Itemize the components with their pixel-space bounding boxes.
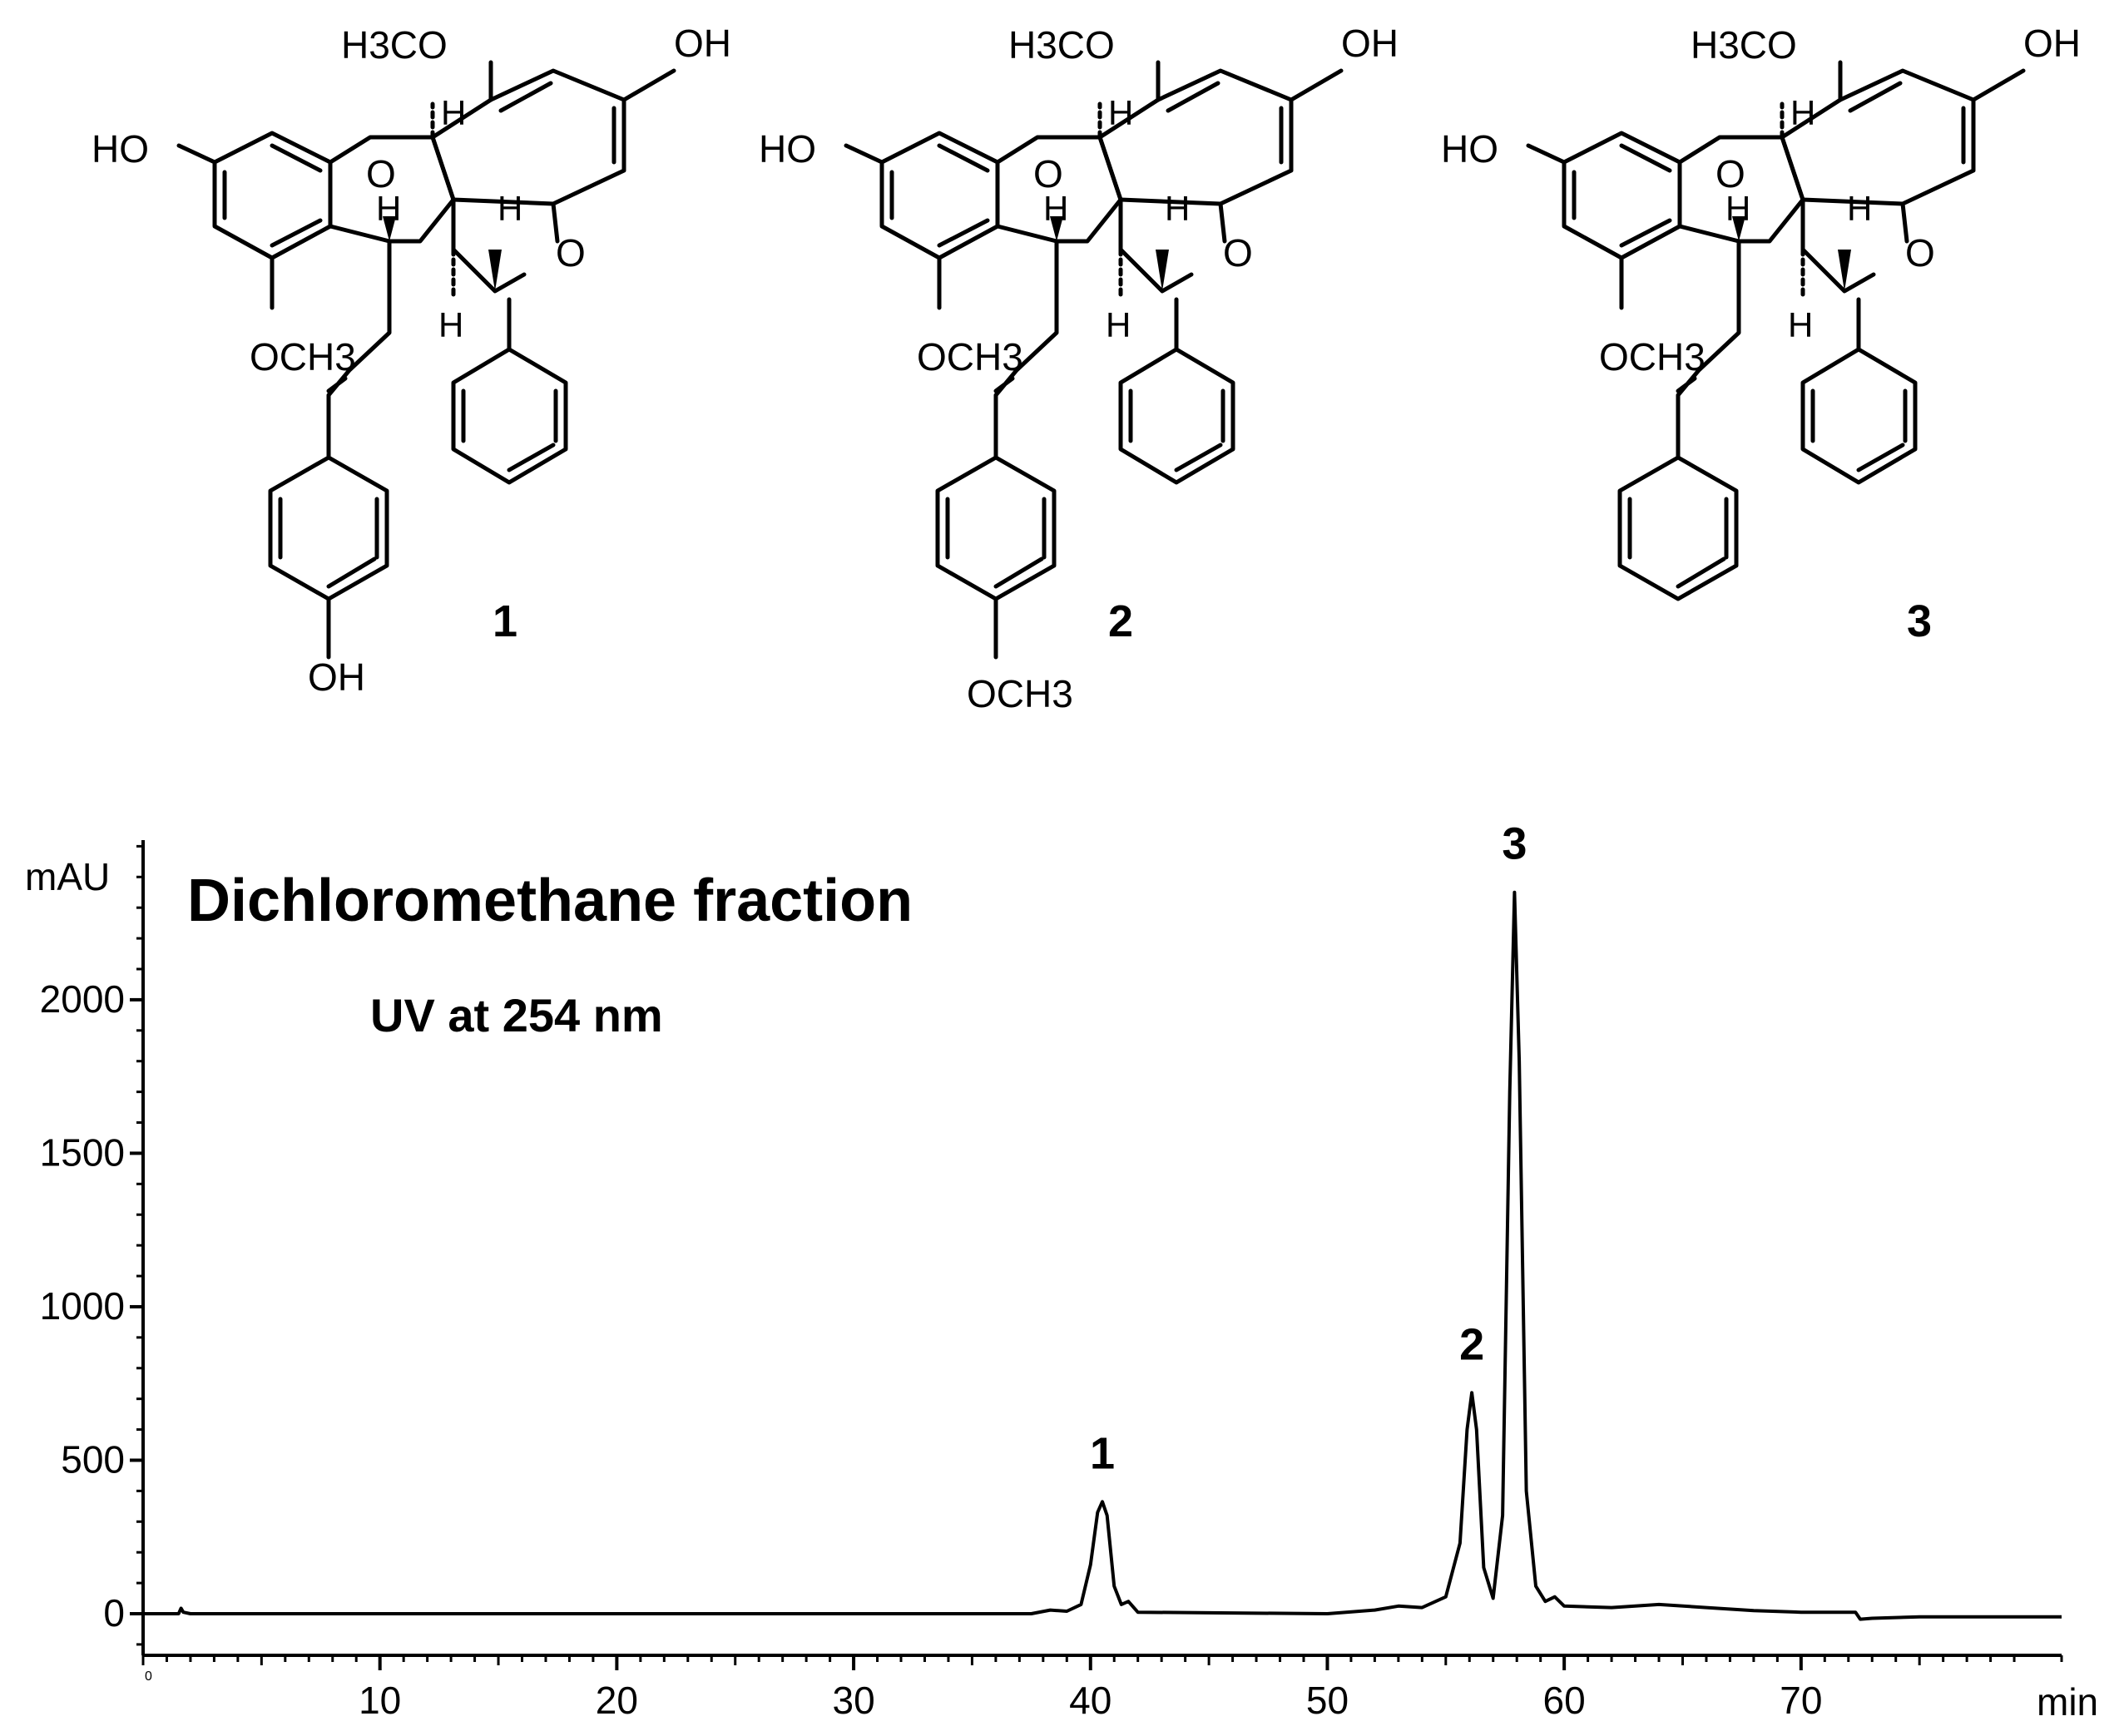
s1-ring-o2: O bbox=[556, 231, 586, 274]
stereo-bonds bbox=[430, 101, 456, 298]
ring-e bbox=[451, 197, 560, 294]
s3-methoxy-top: H3CO bbox=[1691, 23, 1797, 67]
s3-oh-top: OH bbox=[2023, 22, 2081, 65]
s3-h-right: H bbox=[1847, 189, 1872, 228]
styryl-chain bbox=[937, 239, 1059, 460]
s1-h-bottom: H bbox=[438, 305, 463, 344]
styryl-chain bbox=[1619, 239, 1741, 460]
stereo-wedge-2 bbox=[1838, 250, 1851, 291]
x-ticks: 10 20 30 40 50 60 70 bbox=[359, 1655, 1822, 1722]
structure-1: H3CO OH HO O O H H H H OCH3 OH 1 bbox=[92, 22, 731, 699]
structure-3: H3CO OH HO O O H H H H OCH3 3 bbox=[1441, 22, 2081, 646]
s2-oh-top: OH bbox=[1341, 22, 1399, 65]
x-tick-label: 20 bbox=[596, 1679, 638, 1722]
phenyl-ring bbox=[451, 297, 568, 485]
s3-ring-o2: O bbox=[1905, 231, 1935, 274]
s1-substituent: OH bbox=[308, 655, 365, 699]
structures: H3CO OH HO O O H H H H OCH3 OH 1 H bbox=[92, 22, 2081, 715]
s3-ho-left: HO bbox=[1441, 127, 1498, 171]
s3-h-top: H bbox=[1790, 93, 1815, 132]
x-tick-label: 10 bbox=[359, 1679, 401, 1722]
y-ticks: 0 500 1000 1500 2000 bbox=[40, 977, 143, 1635]
s1-methoxy-bottom: OCH3 bbox=[250, 335, 356, 378]
s2-ho-left: HO bbox=[759, 127, 816, 171]
stereo-wedge-1 bbox=[1050, 216, 1063, 241]
ring-e bbox=[1118, 197, 1227, 294]
stereo-bonds bbox=[1097, 101, 1123, 298]
stereo-bonds bbox=[1780, 101, 1805, 298]
s2-methoxy-bottom: OCH3 bbox=[917, 335, 1023, 378]
methoxyphenyl-ring bbox=[935, 455, 1057, 660]
s1-ho-left: HO bbox=[92, 127, 149, 171]
ring-d bbox=[430, 68, 626, 206]
s1-ring-o1: O bbox=[366, 152, 396, 195]
s2-methoxy-top: H3CO bbox=[1008, 23, 1115, 67]
y-tick-label: 1000 bbox=[40, 1284, 125, 1328]
chromatogram: Dichloromethane fraction UV at 254 nm mA… bbox=[25, 819, 2098, 1724]
peak-label-3: 3 bbox=[1502, 819, 1527, 869]
stereo-wedge-1 bbox=[1732, 216, 1745, 241]
y-tick-label: 1500 bbox=[40, 1130, 125, 1174]
peak-label-1: 1 bbox=[1090, 1428, 1115, 1478]
substituent-bonds bbox=[844, 60, 1344, 165]
x-tick-label: 50 bbox=[1306, 1679, 1349, 1722]
s1-compound-label: 1 bbox=[493, 596, 517, 646]
x-tick-label: 30 bbox=[832, 1679, 874, 1722]
peak-label-2: 2 bbox=[1459, 1319, 1484, 1369]
s1-methoxy-top: H3CO bbox=[341, 23, 448, 67]
hydroxyphenyl-ring bbox=[268, 455, 389, 660]
stereo-wedge-1 bbox=[383, 216, 396, 241]
chart-title: Dichloromethane fraction bbox=[187, 868, 913, 934]
x-tick-label: 40 bbox=[1069, 1679, 1111, 1722]
y-tick-label: 2000 bbox=[40, 977, 125, 1021]
s2-h-bottom: H bbox=[1106, 305, 1131, 344]
ring-e bbox=[1800, 197, 1909, 294]
s2-substituent: OCH3 bbox=[967, 672, 1073, 715]
s2-h-top: H bbox=[1108, 93, 1133, 132]
s2-ring-o1: O bbox=[1033, 152, 1063, 195]
ring-a bbox=[1562, 131, 1682, 260]
phenyl-ring bbox=[1118, 297, 1235, 485]
s3-h-bottom: H bbox=[1788, 305, 1813, 344]
chart-subtitle: UV at 254 nm bbox=[370, 989, 663, 1041]
x-axis-label: min bbox=[2037, 1680, 2098, 1724]
s1-oh-top: OH bbox=[674, 22, 731, 65]
ring-a bbox=[879, 131, 1000, 260]
s1-h-right: H bbox=[498, 189, 522, 228]
s1-h-left: H bbox=[376, 189, 401, 228]
s3-ring-o1: O bbox=[1715, 152, 1745, 195]
x-tick-label: 70 bbox=[1780, 1679, 1822, 1722]
s1-h-top: H bbox=[441, 93, 466, 132]
s2-compound-label: 2 bbox=[1108, 596, 1133, 646]
s3-h-left: H bbox=[1725, 189, 1750, 228]
chromatogram-trace bbox=[143, 890, 2062, 1621]
s3-methoxy-bottom: OCH3 bbox=[1599, 335, 1706, 378]
structure-2: H3CO OH HO O O H H H H OCH3 OCH3 2 bbox=[759, 22, 1399, 715]
phenyl-ring bbox=[1800, 297, 1918, 485]
ring-d bbox=[1780, 68, 1976, 206]
stereo-wedge-2 bbox=[1156, 250, 1169, 291]
x-minor-ticks bbox=[141, 1655, 2063, 1665]
ring-d bbox=[1097, 68, 1294, 206]
substituent-bonds bbox=[176, 60, 676, 165]
s2-h-left: H bbox=[1043, 189, 1068, 228]
styryl-phenyl-ring bbox=[1617, 455, 1739, 601]
y-axis-label: mAU bbox=[25, 855, 110, 898]
styryl-chain bbox=[270, 239, 392, 460]
y-minor-ticks bbox=[136, 844, 143, 1646]
s2-h-right: H bbox=[1165, 189, 1190, 228]
peak-labels: 1 2 3 bbox=[1090, 819, 1527, 1479]
y-tick-label: 500 bbox=[61, 1437, 125, 1481]
x-origin-label: 0 bbox=[145, 1669, 152, 1684]
s3-compound-label: 3 bbox=[1907, 596, 1932, 646]
x-tick-label: 60 bbox=[1543, 1679, 1586, 1722]
ring-a bbox=[212, 131, 333, 260]
stereo-wedge-2 bbox=[488, 250, 502, 291]
y-tick-label: 0 bbox=[103, 1591, 125, 1635]
substituent-bonds bbox=[1526, 60, 2026, 165]
s2-ring-o2: O bbox=[1223, 231, 1253, 274]
